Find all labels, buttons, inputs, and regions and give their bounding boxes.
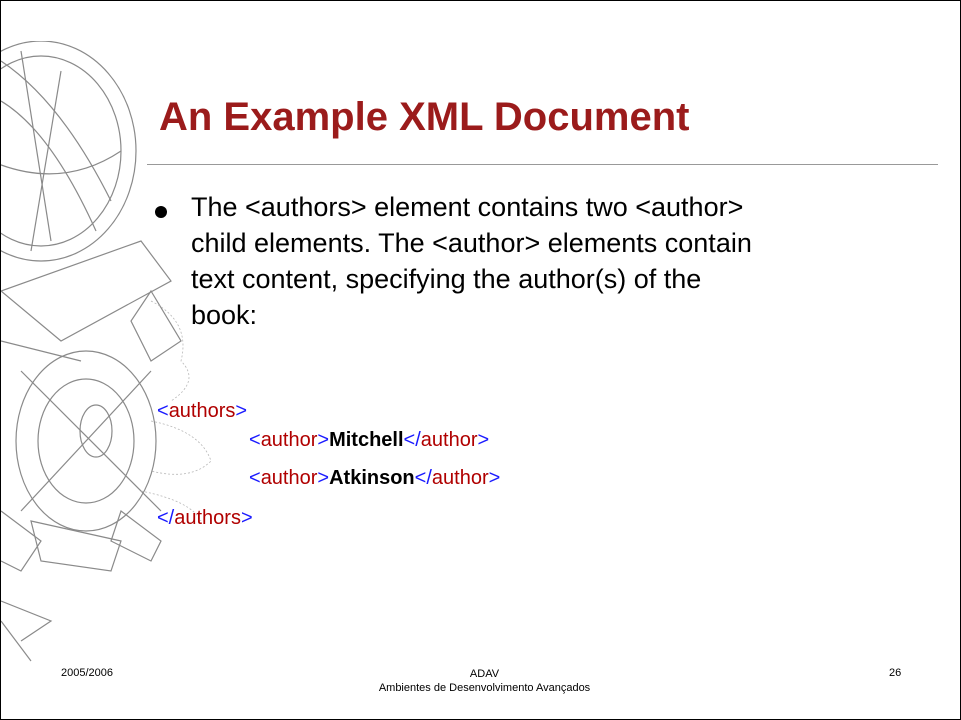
bullet-line: text content, specifying the author(s) o… (191, 264, 702, 294)
bullet-point-icon (155, 206, 167, 218)
author-name: Mitchell (329, 429, 404, 451)
bullet-paragraph: The <authors> element contains two <auth… (191, 189, 931, 333)
xml-author-row: <author>Mitchell</author> (249, 429, 490, 451)
footer-course-name: Ambientes de Desenvolvimento Avançados (378, 682, 591, 694)
decorative-astrolabe-drawing (1, 41, 212, 662)
page-number: 26 (889, 667, 902, 679)
xml-author-row: <author>Atkinson</author> (249, 467, 501, 489)
bullet-line: child elements. The <author> elements co… (191, 228, 752, 258)
xml-authors-open-tag: <authors> (157, 400, 248, 422)
footer-date: 2005/2006 (61, 667, 113, 679)
footer-course: ADAV Ambientes de Desenvolvimento Avança… (301, 667, 668, 695)
xml-authors-close-tag: </authors> (157, 507, 253, 529)
bullet-line: book: (191, 300, 258, 330)
author-name: Atkinson (329, 467, 415, 489)
bullet-line: The <authors> element contains two <auth… (191, 192, 744, 222)
page-title: An Example XML Document (159, 95, 690, 139)
footer-course-code: ADAV (469, 668, 500, 680)
title-divider (147, 164, 938, 165)
